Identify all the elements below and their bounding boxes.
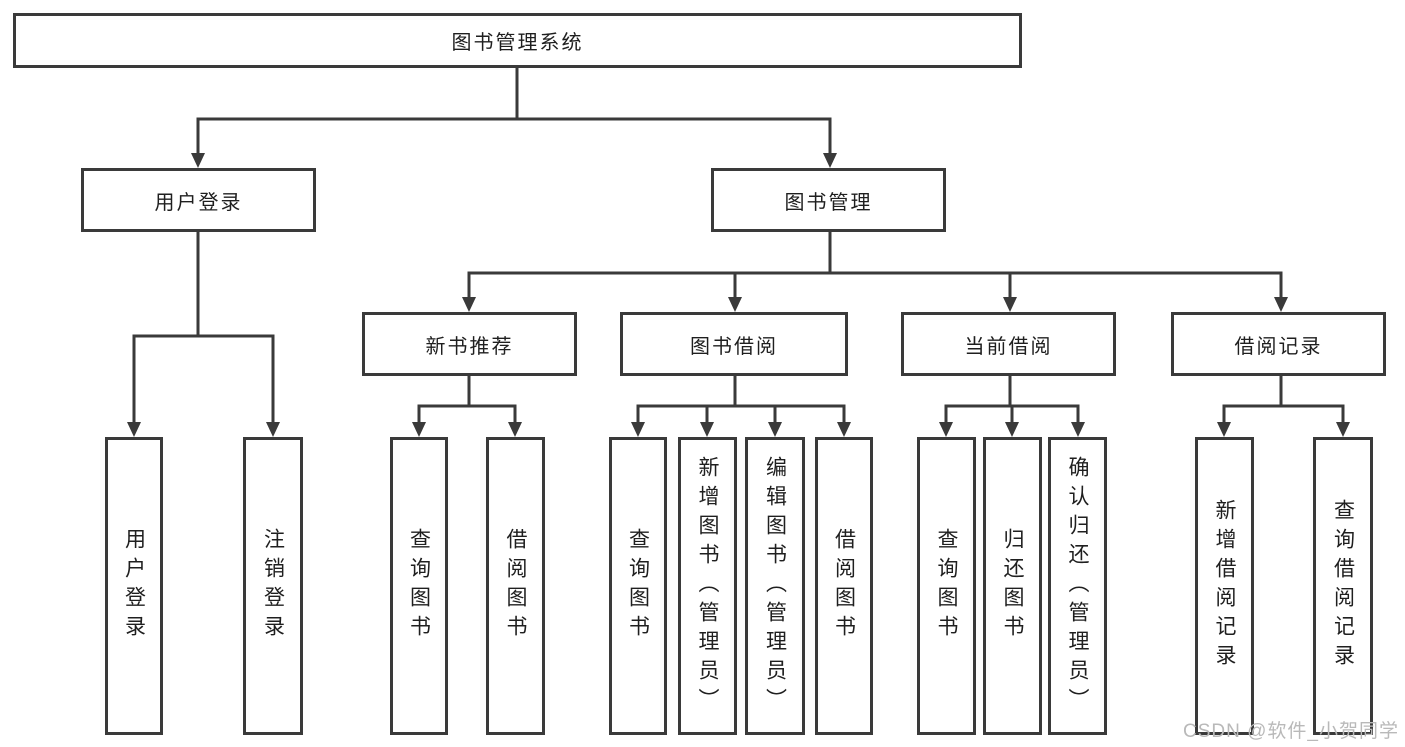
- node-borrowing-records: 借阅记录: [1171, 312, 1386, 376]
- leaf-query-borrow-record-label: 查询借阅记录: [1331, 499, 1355, 673]
- leaf-logout-label: 注销登录: [261, 528, 285, 644]
- leaf-return-books-label: 归还图书: [1001, 528, 1024, 644]
- leaf-recommend-query-books: 查询图书: [390, 437, 448, 735]
- leaf-edit-books-admin: 编辑图书（管理员）: [745, 437, 805, 735]
- leaf-add-borrow-record-label: 新增借阅记录: [1213, 499, 1236, 673]
- leaf-logout: 注销登录: [243, 437, 303, 735]
- leaf-recommend-borrow-books-label: 借阅图书: [504, 528, 527, 644]
- node-book-borrowing-label: 图书借阅: [690, 335, 778, 358]
- node-new-book-recommend: 新书推荐: [362, 312, 577, 376]
- leaf-recommend-query-books-label: 查询图书: [407, 528, 431, 644]
- node-new-book-recommend-label: 新书推荐: [425, 335, 514, 358]
- node-book-borrowing: 图书借阅: [620, 312, 848, 376]
- leaf-user-login-label: 用户登录: [122, 528, 146, 644]
- node-current-borrowing-label: 当前借阅: [964, 335, 1053, 358]
- node-book-management: 图书管理: [711, 168, 946, 232]
- leaf-add-books-admin-label: 新增图书（管理员）: [696, 455, 719, 717]
- node-book-management-label: 图书管理: [784, 191, 873, 214]
- csdn-watermark: CSDN @软件_小贺同学: [1183, 721, 1399, 742]
- leaf-confirm-return-admin-label: 确认归还（管理员）: [1066, 455, 1089, 717]
- leaf-borrowing-borrow-books-label: 借阅图书: [832, 528, 856, 644]
- node-root: 图书管理系统: [13, 13, 1022, 68]
- node-root-label: 图书管理系统: [451, 32, 584, 54]
- leaf-return-books: 归还图书: [983, 437, 1042, 735]
- leaf-add-borrow-record: 新增借阅记录: [1195, 437, 1254, 735]
- node-current-borrowing: 当前借阅: [901, 312, 1116, 376]
- leaf-current-query-books: 查询图书: [917, 437, 976, 735]
- node-user-login: 用户登录: [81, 168, 316, 232]
- leaf-edit-books-admin-label: 编辑图书（管理员）: [763, 455, 787, 717]
- leaf-add-books-admin: 新增图书（管理员）: [678, 437, 737, 735]
- leaf-borrowing-borrow-books: 借阅图书: [815, 437, 873, 735]
- node-user-login-label: 用户登录: [154, 191, 243, 214]
- leaf-current-query-books-label: 查询图书: [935, 528, 958, 644]
- leaf-user-login: 用户登录: [105, 437, 163, 735]
- leaf-borrowing-query-books-label: 查询图书: [626, 528, 650, 644]
- node-borrowing-records-label: 借阅记录: [1234, 335, 1323, 358]
- leaf-query-borrow-record: 查询借阅记录: [1313, 437, 1373, 735]
- leaf-confirm-return-admin: 确认归还（管理员）: [1048, 437, 1107, 735]
- leaf-recommend-borrow-books: 借阅图书: [486, 437, 545, 735]
- leaf-borrowing-query-books: 查询图书: [609, 437, 667, 735]
